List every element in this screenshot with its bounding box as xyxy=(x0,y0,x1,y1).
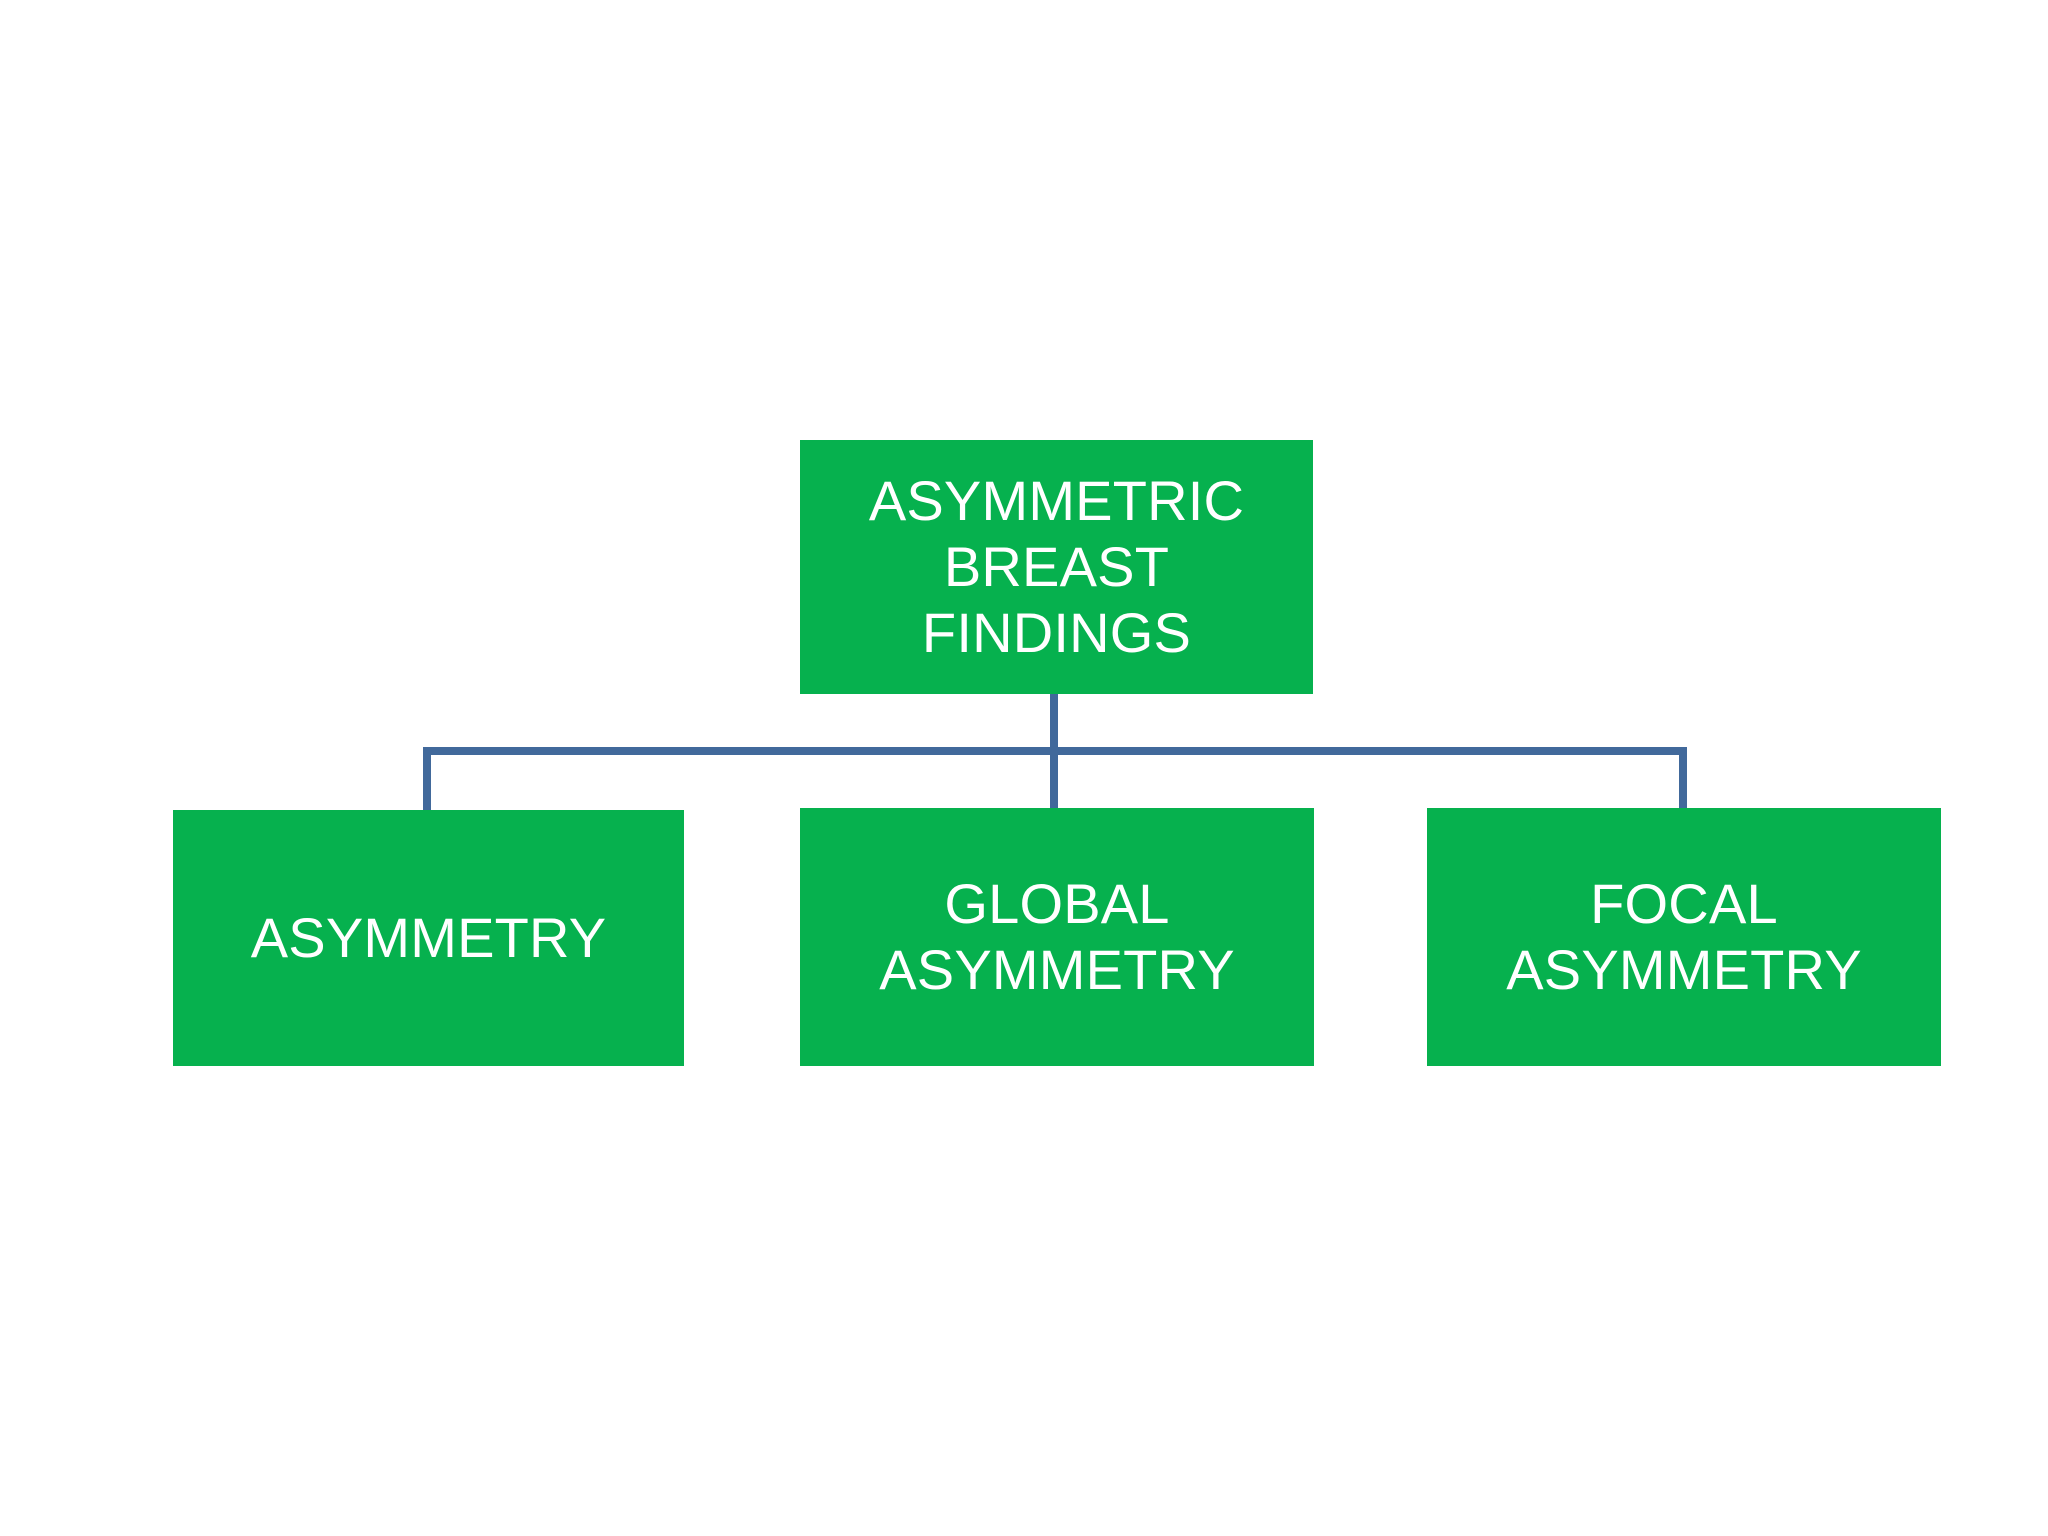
node-asymmetry[interactable]: ASYMMETRY xyxy=(173,810,684,1066)
node-asymmetric-breast-findings[interactable]: ASYMMETRIC BREAST FINDINGS xyxy=(800,440,1313,694)
connector-drop-global-asymmetry xyxy=(1050,747,1058,809)
connector-drop-focal-asymmetry xyxy=(1679,747,1687,809)
node-global-asymmetry[interactable]: GLOBAL ASYMMETRY xyxy=(800,808,1314,1066)
node-focal-asymmetry[interactable]: FOCAL ASYMMETRY xyxy=(1427,808,1941,1066)
node-asymmetry-label: ASYMMETRY xyxy=(250,905,607,969)
connector-drop-asymmetry xyxy=(423,747,431,811)
node-focal-asymmetry-label: FOCAL ASYMMETRY xyxy=(1506,871,1862,1001)
connector-root-trunk xyxy=(1050,694,1058,754)
node-global-asymmetry-label: GLOBAL ASYMMETRY xyxy=(879,871,1235,1001)
node-root-label: ASYMMETRIC BREAST FINDINGS xyxy=(868,468,1245,665)
